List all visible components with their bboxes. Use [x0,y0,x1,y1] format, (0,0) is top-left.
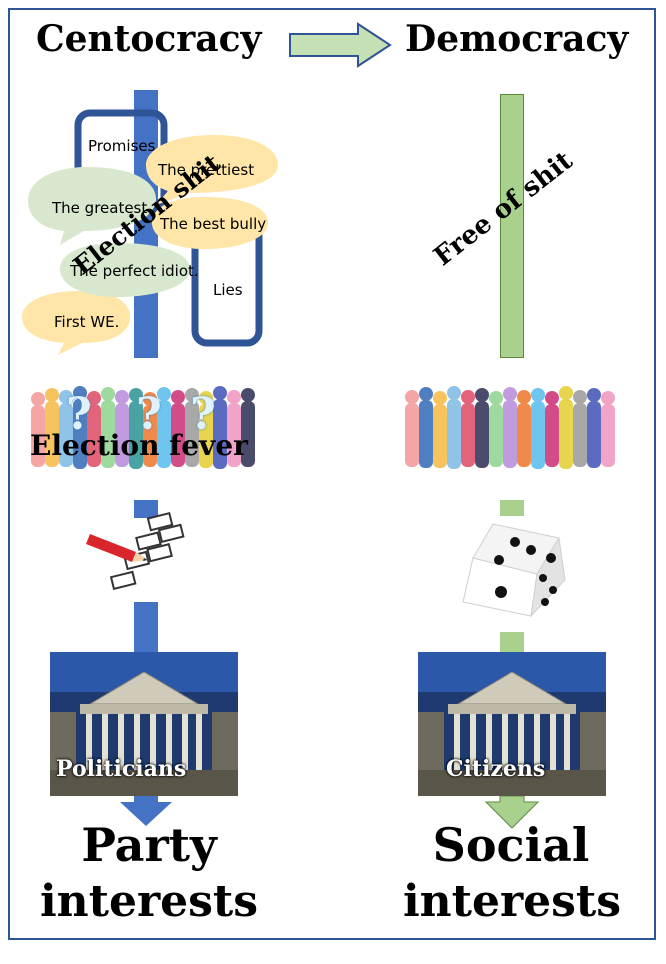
outcome-right-line1: Social [432,818,590,872]
bubble-text-perfect-idiot: The perfect idiot. [70,262,199,280]
bubble-text-greatest: The greatest [52,199,148,217]
crowd-left [31,386,255,469]
heading-centocracy: Centocracy [36,18,262,60]
parliament-image-right [418,652,606,796]
parliament-image-left [50,652,238,796]
right-bar-mid [500,500,524,516]
ballot-pencil-icon [86,512,185,590]
heading-democracy: Democracy [405,18,629,60]
bubble-text-first-we: First WE. [54,313,120,331]
outcome-right-line2: interests [402,876,622,927]
arrow-down-left [120,796,172,826]
arrow-down-right [484,796,540,829]
dice-icon [462,523,566,618]
question-mark-3: ? [190,389,216,440]
bubble-perfect-idiot [60,243,190,297]
outcome-left-line1: Party [81,818,217,872]
question-mark-1: ? [66,389,92,440]
bubble-text-lies: Lies [213,281,243,299]
crowd-right [405,386,615,469]
outcome-left-line2: interests [39,876,259,927]
bubble-best-bully [152,197,268,249]
bubble-text-best-bully: The best bully [160,215,267,233]
left-bar-mid [134,500,158,518]
bubble-prettiest [146,135,278,205]
bubble-first-we [22,291,130,355]
left-bar-low [134,602,158,652]
question-mark-2: ? [136,389,162,440]
right-bar-top [500,94,524,358]
right-bar-low [500,632,524,654]
bubble-text-promises: Promises [88,137,156,155]
bubble-text-prettiest: The prettiest [158,161,255,179]
building-label-citizens: Citizens [446,756,546,782]
bubble-cluster [22,109,278,355]
building-label-politicians: Politicians [56,756,187,782]
crowd-label-election-fever: Election fever [30,429,248,462]
transition-arrow [289,22,392,68]
bubble-greatest [28,167,156,245]
